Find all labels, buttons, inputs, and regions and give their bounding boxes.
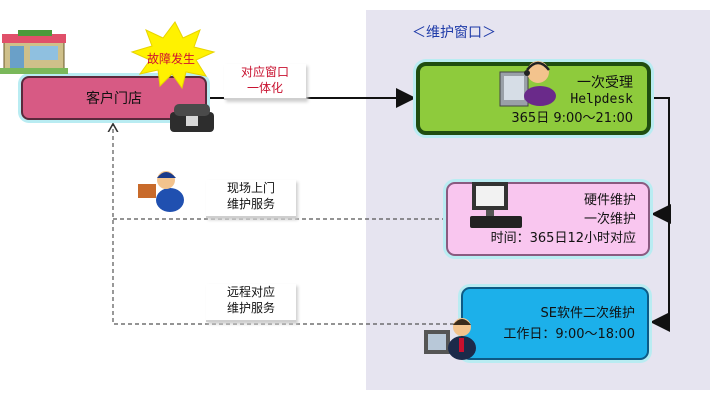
window-unified-label: 对应窗口 一体化 <box>224 64 306 100</box>
helpdesk-line1: 一次受理 <box>577 74 633 91</box>
pos-terminal-icon <box>470 182 522 228</box>
burst-icon <box>130 21 216 90</box>
software-line2: 工作日：9:00～18:00 <box>503 326 635 342</box>
telephone-icon <box>170 104 214 132</box>
customer-store-label: 客户门店 <box>86 91 142 107</box>
store-building-icon <box>0 30 68 74</box>
onsite-line1: 现场上门 <box>226 181 275 195</box>
helpdesk-line2: Helpdesk <box>570 91 633 107</box>
window-unified-line2: 一体化 <box>246 81 283 95</box>
panel-title: ＜维护窗口＞ <box>412 25 496 41</box>
remote-line1: 远程对应 <box>226 285 275 299</box>
hardware-line1: 硬件维护 <box>583 192 636 208</box>
window-unified-line1: 对应窗口 <box>240 65 289 79</box>
engineer-computer-icon <box>424 318 476 360</box>
hardware-line3: 时间：365日12小时对应 <box>490 230 636 246</box>
fault-occurred-label: 故障发生 <box>147 52 196 66</box>
onsite-line2: 维护服务 <box>226 197 275 211</box>
helpdesk-line3: 365日 9:00～21:00 <box>511 110 633 126</box>
dashed-software-to-store <box>113 125 461 325</box>
remote-service-label: 远程对应 维护服务 <box>206 284 296 322</box>
operator-headset-icon <box>499 61 556 107</box>
remote-line2: 维护服务 <box>226 301 275 315</box>
software-line1: SE软件二次维护 <box>540 305 635 321</box>
connector-helpdesk-right <box>651 97 670 322</box>
onsite-service-label: 现场上门 维护服务 <box>206 180 296 218</box>
technician-icon <box>138 171 184 212</box>
hardware-line2: 一次维护 <box>583 211 636 227</box>
